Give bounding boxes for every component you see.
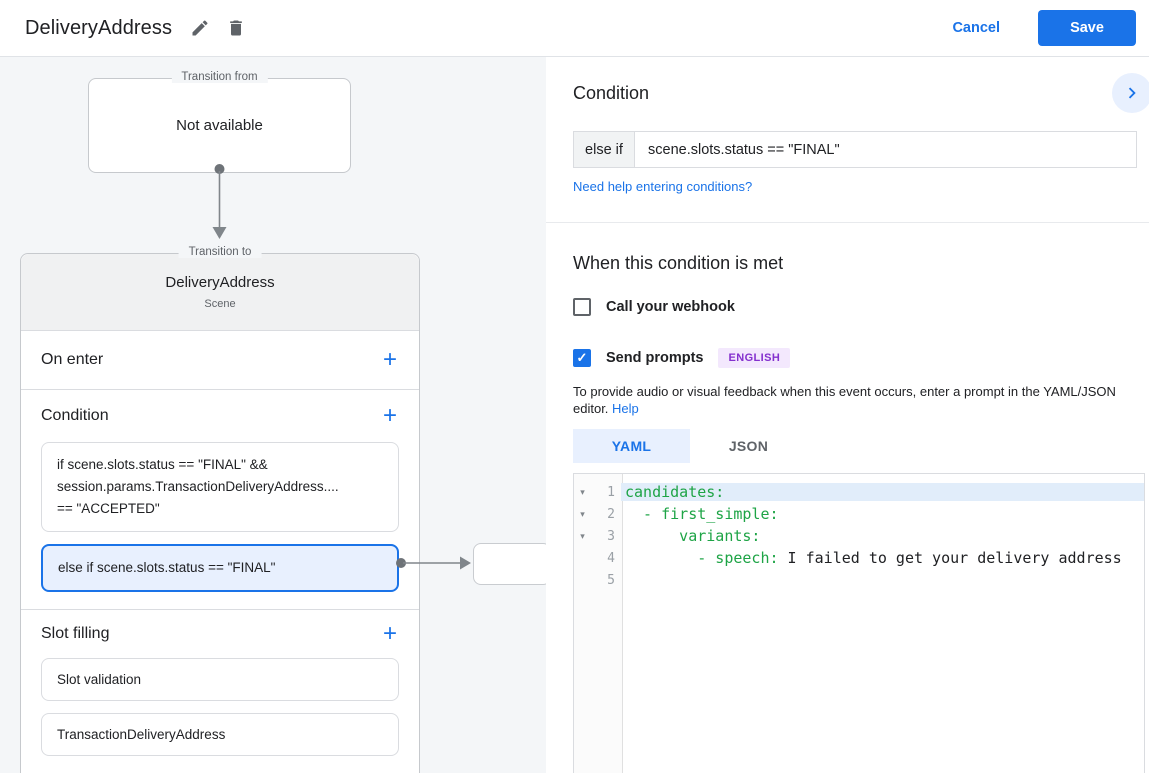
panel-divider (546, 222, 1149, 223)
top-bar: DeliveryAddress Cancel Save (0, 0, 1149, 57)
fold-arrow-icon[interactable]: ▾ (580, 508, 585, 519)
yaml-code-editor[interactable]: ▾ 1 candidates: ▾ 2 - first_simple: ▾ 3 … (573, 473, 1145, 773)
condition-line: session.params.TransactionDeliveryAddres… (57, 479, 339, 494)
condition-item-elseif-selected[interactable]: else if scene.slots.status == "FINAL" (41, 544, 399, 592)
call-webhook-checkbox[interactable] (573, 298, 591, 316)
when-condition-met-title: When this condition is met (573, 253, 784, 273)
help-link[interactable]: Help (612, 401, 639, 416)
code-line: 5 (574, 569, 1144, 591)
line-number: 4 (607, 550, 615, 566)
condition-line: if scene.slots.status == "FINAL" && (57, 457, 268, 472)
fold-arrow-icon[interactable]: ▾ (580, 486, 585, 497)
slot-filling-section-header: Slot filling + (21, 610, 419, 658)
code-text: candidates: (621, 483, 1144, 501)
send-prompts-label: Send prompts (606, 350, 704, 366)
checkmark-icon: ✓ (576, 350, 588, 365)
line-number: 1 (607, 484, 615, 500)
condition-section-label: Condition (41, 407, 109, 424)
condition-section-header: Condition + (21, 390, 419, 442)
editor-format-tabs: YAML JSON (573, 429, 807, 463)
slot-item-transaction-delivery-address[interactable]: TransactionDeliveryAddress (41, 713, 399, 756)
section-divider (21, 592, 419, 610)
condition-prefix-label: else if (574, 132, 635, 167)
pencil-icon (192, 20, 208, 36)
code-line: ▾ 2 - first_simple: (574, 503, 1144, 525)
code-line: ▾ 3 variants: (574, 525, 1144, 547)
save-button[interactable]: Save (1038, 10, 1136, 46)
transition-from-value: Not available (176, 117, 263, 134)
page-title: DeliveryAddress (25, 16, 173, 39)
line-number: 3 (607, 528, 615, 544)
code-line: 4 - speech: I failed to get your deliver… (574, 547, 1144, 569)
add-slot-button[interactable]: + (382, 620, 397, 647)
webhook-option-row: Call your webhook (573, 298, 735, 316)
slot-item-validation[interactable]: Slot validation (41, 658, 399, 701)
tab-yaml[interactable]: YAML (573, 429, 690, 463)
description-text: To provide audio or visual feedback when… (573, 384, 1116, 416)
cancel-button[interactable]: Cancel (952, 20, 1000, 36)
transition-target-box[interactable] (473, 543, 546, 585)
fold-arrow-icon[interactable]: ▾ (580, 530, 585, 541)
condition-line: == "ACCEPTED" (57, 501, 160, 516)
line-number: 2 (607, 506, 615, 522)
delete-scene-button[interactable] (218, 10, 254, 46)
prompt-editor-description: To provide audio or visual feedback when… (573, 383, 1129, 417)
condition-edit-panel: Condition else if Need help entering con… (546, 57, 1149, 773)
code-text: - speech: I failed to get your delivery … (625, 549, 1122, 567)
on-enter-section: On enter + (21, 331, 419, 390)
scene-card-header: DeliveryAddress Scene (21, 254, 419, 331)
send-prompts-checkbox[interactable]: ✓ (573, 349, 591, 367)
condition-expression-input[interactable] (635, 132, 1136, 167)
condition-line: else if scene.slots.status == "FINAL" (58, 560, 276, 575)
call-webhook-label: Call your webhook (606, 299, 735, 315)
scene-type-label: Scene (204, 298, 236, 310)
collapse-panel-button[interactable] (1112, 73, 1149, 113)
trash-icon (230, 20, 242, 36)
condition-expression-row: else if (573, 131, 1137, 168)
transition-from-legend: Transition from (171, 71, 268, 83)
chevron-right-icon (1128, 87, 1136, 99)
language-badge: ENGLISH (718, 348, 791, 368)
scene-name: DeliveryAddress (165, 274, 275, 291)
conditions-help-link[interactable]: Need help entering conditions? (573, 179, 753, 194)
flow-diagram-panel: Transition from Not available Transition… (0, 57, 546, 773)
on-enter-label: On enter (41, 351, 104, 368)
code-text: variants: (625, 527, 761, 545)
send-prompts-option-row: ✓ Send prompts ENGLISH (573, 348, 791, 368)
condition-item-if[interactable]: if scene.slots.status == "FINAL" && sess… (41, 442, 399, 532)
edit-title-button[interactable] (182, 10, 218, 46)
line-number: 5 (607, 572, 615, 588)
slot-filling-label: Slot filling (41, 625, 110, 642)
transition-to-legend: Transition to (178, 246, 262, 258)
scene-card: Transition to DeliveryAddress Scene On e… (20, 246, 420, 773)
code-text: - first_simple: (625, 505, 779, 523)
add-condition-button[interactable]: + (382, 402, 397, 429)
panel-title: Condition (573, 83, 650, 103)
add-on-enter-button[interactable]: + (382, 346, 397, 373)
tab-json[interactable]: JSON (690, 429, 807, 463)
code-line: ▾ 1 candidates: (574, 481, 1144, 503)
editor-gutter (574, 474, 623, 773)
transition-from-box: Transition from Not available (88, 71, 351, 173)
